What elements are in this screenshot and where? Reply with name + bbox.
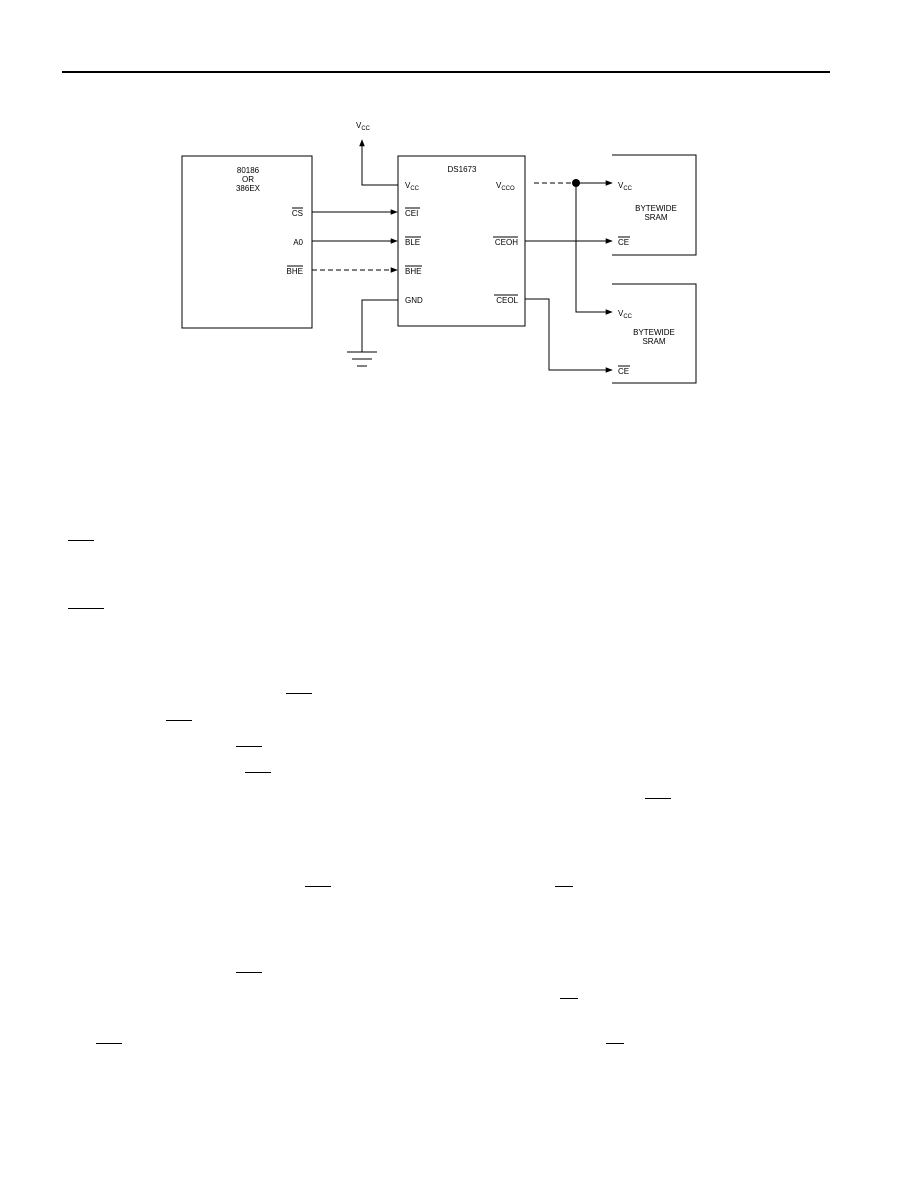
wire-vcco-to-sram-bottom: [575, 183, 613, 315]
overline-mark: [305, 886, 331, 887]
cpu-name-line1: 80186: [237, 166, 260, 175]
circuit-diagram: 80186 OR 386EX CS A0 BHE DS1673 VCC CEI …: [181, 121, 697, 384]
ground-wire: [361, 299, 398, 352]
overline-mark: [645, 798, 671, 799]
sram-top-name-line2: SRAM: [644, 213, 667, 222]
sram-top-pin-vcc: VCC: [618, 181, 633, 192]
overline-mark: [68, 608, 104, 609]
ds1673-block: DS1673 VCC CEI BLE BHE GND VCCO CEOH CEO…: [397, 155, 526, 327]
ds1673-pin-ceol: CEOL: [496, 296, 518, 305]
sram-bottom-block: VCC BYTEWIDE SRAM CE: [612, 283, 697, 384]
ds1673-pin-vcco: VCCO: [496, 181, 515, 192]
cpu-name-line3: 386EX: [236, 184, 261, 193]
overline-mark: [286, 693, 312, 694]
overline-mark: [245, 772, 271, 773]
overline-mark: [96, 1043, 122, 1044]
sram-top-outline: [612, 154, 697, 256]
supply-vcc-wire: [359, 139, 398, 186]
cpu-name-line2: OR: [242, 175, 254, 184]
sram-top-pin-ce: CE: [618, 238, 629, 247]
ds1673-pin-vcc: VCC: [405, 181, 420, 192]
supply-vcc-label: VCC: [356, 121, 371, 132]
supply-vcc: VCC: [356, 121, 398, 186]
sram-bottom-outline: [612, 283, 697, 384]
sram-top-block: VCC BYTEWIDE SRAM CE: [612, 154, 697, 256]
ds1673-pin-gnd: GND: [405, 296, 423, 305]
ground-symbol: [347, 299, 398, 367]
ds1673-pin-bhe: BHE: [405, 267, 421, 276]
overline-mark: [555, 886, 573, 887]
overline-mark: [236, 746, 262, 747]
wire-ceol-to-sram-bottom: [525, 298, 613, 373]
ds1673-pin-ceoh: CEOH: [495, 238, 518, 247]
cpu-pin-bhe: BHE: [287, 267, 303, 276]
ds1673-pin-ble: BLE: [405, 238, 420, 247]
header-rule: [62, 71, 830, 73]
ds1673-title: DS1673: [448, 165, 477, 174]
overline-mark: [606, 1043, 624, 1044]
cpu-pin-a0: A0: [293, 238, 303, 247]
sram-top-name-line1: BYTEWIDE: [635, 204, 677, 213]
sram-bottom-pin-vcc: VCC: [618, 309, 633, 320]
sram-bottom-pin-ce: CE: [618, 367, 629, 376]
overline-mark: [560, 998, 578, 999]
cpu-block: 80186 OR 386EX CS A0 BHE: [181, 155, 313, 329]
overline-mark: [236, 972, 262, 973]
sram-bottom-name-line1: BYTEWIDE: [633, 328, 675, 337]
cpu-pin-cs: CS: [292, 209, 303, 218]
ds1673-pin-cei: CEI: [405, 209, 418, 218]
sram-bottom-name-line2: SRAM: [642, 337, 665, 346]
overline-mark: [166, 720, 192, 721]
overline-mark: [68, 540, 94, 541]
